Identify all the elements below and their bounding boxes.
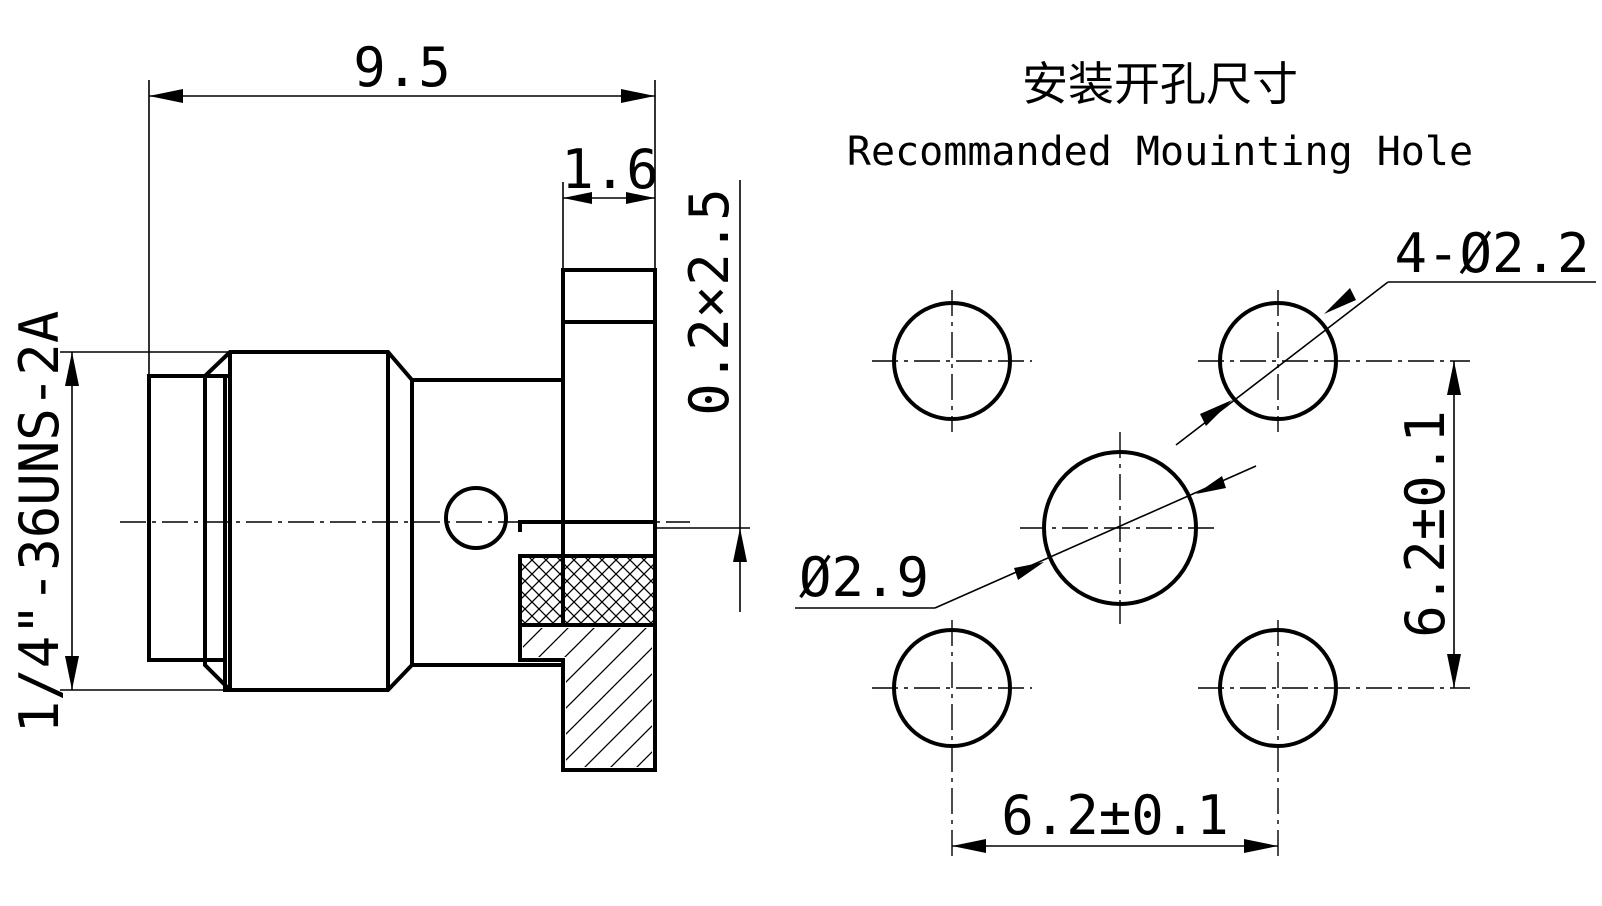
dim-flange-thickness-label: 1.6 (561, 138, 659, 201)
hole-bottom-left (872, 620, 1032, 860)
plug-front-face (147, 374, 227, 662)
hole-pattern: 4-Ø2.2 Ø2.9 6.2±0.1 6.2±0.1 (795, 222, 1596, 860)
dielectric-section (518, 554, 657, 627)
dim-horizontal-spacing: 6.2±0.1 (952, 784, 1278, 853)
hole-bottom-right (1198, 620, 1470, 860)
hole-top-left (872, 290, 1032, 432)
dim-overall-length: 9.5 (148, 36, 656, 376)
title-chinese: 安装开孔尺寸 (1022, 57, 1298, 111)
label-vertical-spacing: 6.2±0.1 (1394, 410, 1457, 638)
label-horizontal-spacing: 6.2±0.1 (1001, 784, 1229, 847)
leader-center-hole: Ø2.9 (795, 465, 1257, 609)
label-center-hole: Ø2.9 (799, 546, 929, 609)
leader-corner-holes: 4-Ø2.2 (1175, 222, 1596, 446)
flange-section (523, 628, 652, 767)
dim-chamfer: 0.2×2.5 (655, 180, 750, 612)
dim-thread-label: 1/4"-36UNS-2A (8, 311, 71, 734)
hole-top-right (1198, 290, 1470, 432)
side-view: 9.5 1.6 0.2×2.5 1/4"-36UNS-2A (8, 36, 750, 772)
threaded-body (203, 350, 414, 692)
dim-chamfer-label: 0.2×2.5 (678, 188, 741, 416)
dim-thread: 1/4"-36UNS-2A (8, 311, 230, 734)
hole-center (1020, 432, 1220, 624)
dim-flange-thickness: 1.6 (561, 138, 659, 270)
dim-overall-length-label: 9.5 (353, 36, 451, 99)
pin-hole (444, 486, 508, 550)
label-corner-holes: 4-Ø2.2 (1394, 222, 1589, 285)
title-english: Recommanded Mouinting Hole (847, 129, 1473, 175)
dim-vertical-spacing: 6.2±0.1 (1394, 361, 1461, 688)
